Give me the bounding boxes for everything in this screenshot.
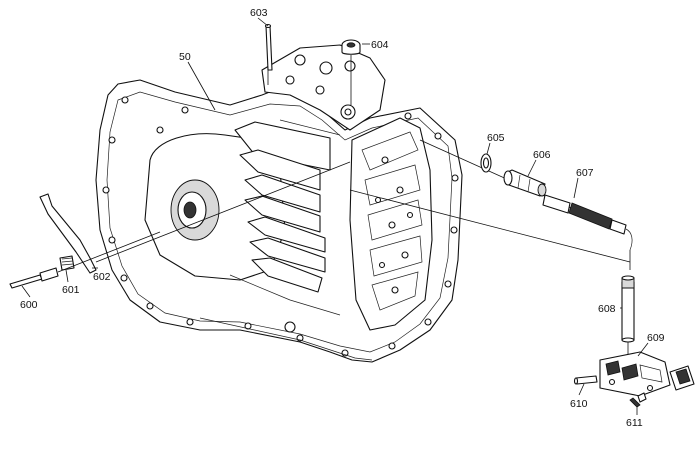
label-610: 610 — [570, 398, 588, 410]
label-600: 600 — [20, 299, 38, 311]
label-607: 607 — [576, 167, 594, 179]
leader-to-608 — [349, 189, 631, 263]
part-602 — [39, 193, 97, 274]
label-608: 608 — [598, 303, 616, 315]
label-603: 603 — [250, 7, 268, 19]
part-610 — [573, 375, 598, 385]
case-bottom-rail — [199, 317, 373, 361]
case-internal-ribs — [229, 119, 341, 316]
part-600 — [9, 231, 161, 289]
part-609 — [599, 351, 695, 397]
flange-bolt-holes — [102, 96, 459, 357]
part-607 — [542, 194, 633, 251]
label-609: 609 — [647, 332, 665, 344]
part-611 — [629, 392, 647, 408]
part-608 — [621, 275, 635, 356]
valve-body-passages — [361, 131, 423, 311]
part-601 — [59, 255, 75, 271]
leader-lines — [21, 17, 649, 415]
label-604: 604 — [371, 39, 389, 51]
label-601: 601 — [62, 284, 80, 296]
label-605: 605 — [487, 132, 505, 144]
label-611: 611 — [626, 417, 643, 429]
label-606: 606 — [533, 149, 551, 161]
case-flange-inner — [106, 91, 453, 353]
label-602: 602 — [93, 271, 111, 283]
transmission-case — [95, 44, 463, 363]
label-50: 50 — [179, 51, 191, 63]
part-605 — [480, 153, 492, 173]
callout-labels: 603 604 50 605 606 607 600 601 602 608 6… — [20, 7, 665, 429]
part-606 — [503, 169, 547, 197]
part-604 — [341, 39, 361, 105]
leader-602-to-case — [95, 161, 351, 263]
